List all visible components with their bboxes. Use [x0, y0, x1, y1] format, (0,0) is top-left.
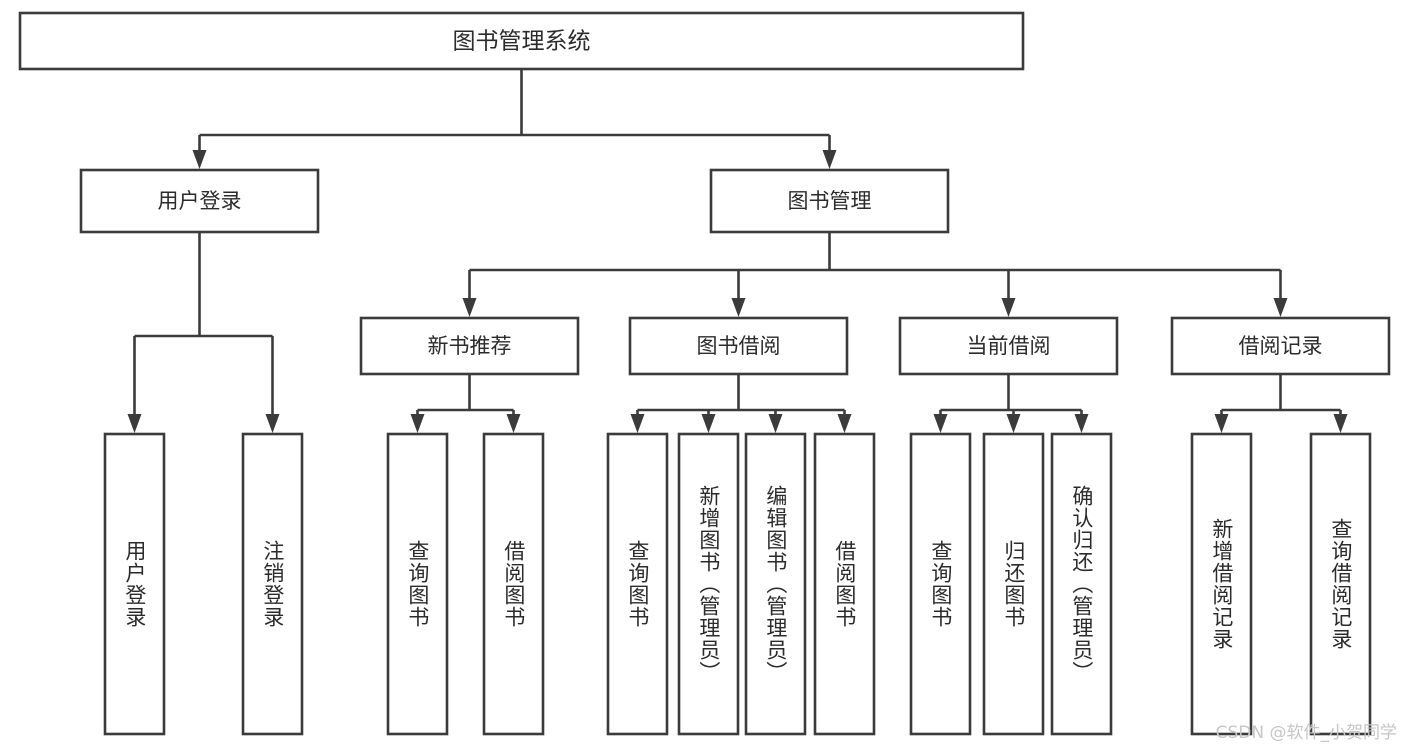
arrow-head-icon	[1006, 414, 1021, 433]
arrow-head-icon	[192, 150, 207, 169]
node-new-book-recommend[interactable]: 新书推荐	[359, 316, 580, 376]
arrow-head-icon	[506, 414, 521, 433]
node-borrow-record[interactable]: 借阅记录	[1170, 316, 1391, 376]
node-leaf-return-book[interactable]	[982, 432, 1045, 736]
node-leaf-query-borrow-record[interactable]	[1309, 432, 1372, 736]
node-user-login[interactable]: 用户登录	[79, 168, 320, 234]
node-leaf-borrow-book-2[interactable]	[813, 432, 876, 736]
arrow-head-icon	[630, 414, 645, 433]
node-leaf-edit-book-admin[interactable]	[744, 432, 807, 736]
arrow-head-icon	[701, 414, 716, 433]
arrow-head-icon	[127, 414, 142, 433]
arrow-head-icon	[462, 298, 477, 317]
arrow-head-icon	[933, 414, 948, 433]
arrow-head-icon	[1333, 414, 1348, 433]
arrow-head-icon	[1074, 414, 1089, 433]
node-leaf-logout-login[interactable]	[241, 432, 304, 736]
node-leaf-confirm-return-admin[interactable]	[1050, 432, 1113, 736]
node-leaf-query-book-3[interactable]	[909, 432, 972, 736]
arrow-head-icon	[822, 150, 837, 169]
arrow-head-icon	[1214, 414, 1229, 433]
node-book-management-label: 图书管理	[788, 189, 872, 213]
node-current-borrow[interactable]: 当前借阅	[898, 316, 1119, 376]
arrow-head-icon	[1001, 298, 1016, 317]
node-leaf-add-borrow-record[interactable]	[1190, 432, 1253, 736]
node-leaf-add-book-admin[interactable]	[677, 432, 740, 736]
arrow-head-icon	[265, 414, 280, 433]
node-leaf-query-book-2[interactable]	[606, 432, 669, 736]
node-book-borrow[interactable]: 图书借阅	[628, 316, 849, 376]
arrow-head-icon	[410, 414, 425, 433]
node-new-book-recommend-label: 新书推荐	[428, 334, 512, 358]
node-leaf-borrow-book-1[interactable]	[482, 432, 545, 736]
node-borrow-record-label: 借阅记录	[1239, 334, 1323, 358]
connector-links	[127, 69, 1348, 433]
node-book-borrow-label: 图书借阅	[697, 334, 781, 358]
arrow-head-icon	[1273, 298, 1288, 317]
node-user-login-label: 用户登录	[158, 189, 242, 213]
arrow-head-icon	[731, 298, 746, 317]
arrow-head-icon	[768, 414, 783, 433]
arrow-head-icon	[837, 414, 852, 433]
node-root-label: 图书管理系统	[453, 29, 591, 55]
node-root[interactable]: 图书管理系统	[18, 11, 1025, 71]
node-book-management[interactable]: 图书管理	[709, 168, 950, 234]
node-leaf-user-login[interactable]	[103, 432, 166, 736]
node-leaf-query-book-1[interactable]	[386, 432, 449, 736]
node-current-borrow-label: 当前借阅	[967, 334, 1051, 358]
